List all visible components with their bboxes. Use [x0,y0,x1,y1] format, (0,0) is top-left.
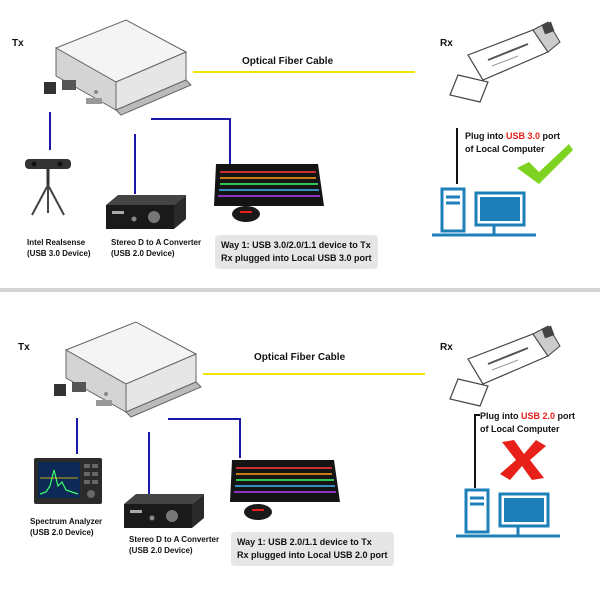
panel-divider [0,288,600,292]
usb-link-2 [134,134,136,194]
usb-link-3-horizontal [151,118,231,120]
tx-label: Tx [12,38,24,49]
device1-caption: Intel Realsense (USB 3.0 Device) [27,238,91,258]
cable-label: Optical Fiber Cable [254,352,346,363]
usb-link-3-horizontal [168,418,240,420]
tx-extender-box [54,321,202,418]
cable-label: Optical Fiber Cable [242,56,334,67]
rx-label: Rx [440,38,453,49]
keyboard-mouse-image [230,460,340,520]
tx-extender-box [44,19,192,116]
plug-usb-version: USB 2.0 [521,411,556,421]
bottom-scenario-panel: Tx Rx Optical Fiber Cable [0,294,600,584]
plug-suffix: port [540,131,561,141]
tx-label: Tx [18,342,30,353]
rx-connector-line-tick [474,414,480,416]
usb-link-1 [49,112,51,150]
dac-converter-image [124,494,204,528]
rx-dongle [449,325,561,407]
plug-suffix: port [555,411,576,421]
usb-link-1 [76,418,78,454]
rx-connector-line [456,128,458,184]
device2-caption: Stereo D to A Converter (USB 2.0 Device) [129,535,220,555]
rx-label: Rx [440,342,453,353]
device2-caption: Stereo D to A Converter (USB 2.0 Device) [111,238,202,258]
plug-instruction: Plug into USB 2.0 port of Local Computer [480,410,575,436]
computer-icon [432,187,536,237]
optical-fiber-cable [203,373,425,375]
top-scenario-panel: Tx Rx Optical Fiber Cable Intel Realsens [0,0,600,290]
device1-caption: Spectrum Analyzer (USB 2.0 Device) [30,517,103,537]
plug-line2: of Local Computer [465,144,545,154]
plug-instruction: Plug into USB 3.0 port of Local Computer [465,130,560,156]
plug-prefix: Plug into [465,131,506,141]
spectrum-analyzer-image [34,458,102,504]
plug-line2: of Local Computer [480,424,560,434]
way-description: Way 1: USB 2.0/1.1 device to Tx Rx plugg… [231,532,394,566]
realsense-camera-image [25,159,71,216]
plug-prefix: Plug into [480,411,521,421]
keyboard-mouse-image [214,164,324,222]
usb-link-3-vertical [239,418,241,458]
plug-usb-version: USB 3.0 [506,131,541,141]
usb-link-3-vertical [229,118,231,164]
cross-icon [500,440,546,480]
rx-dongle [449,21,561,103]
usb-link-2 [148,432,150,494]
check-icon [517,144,573,184]
rx-connector-line-vertical [474,414,476,488]
way-description: Way 1: USB 3.0/2.0/1.1 device to Tx Rx p… [215,235,378,269]
computer-icon [456,488,560,538]
dac-converter-image [106,195,186,229]
optical-fiber-cable [193,71,415,73]
